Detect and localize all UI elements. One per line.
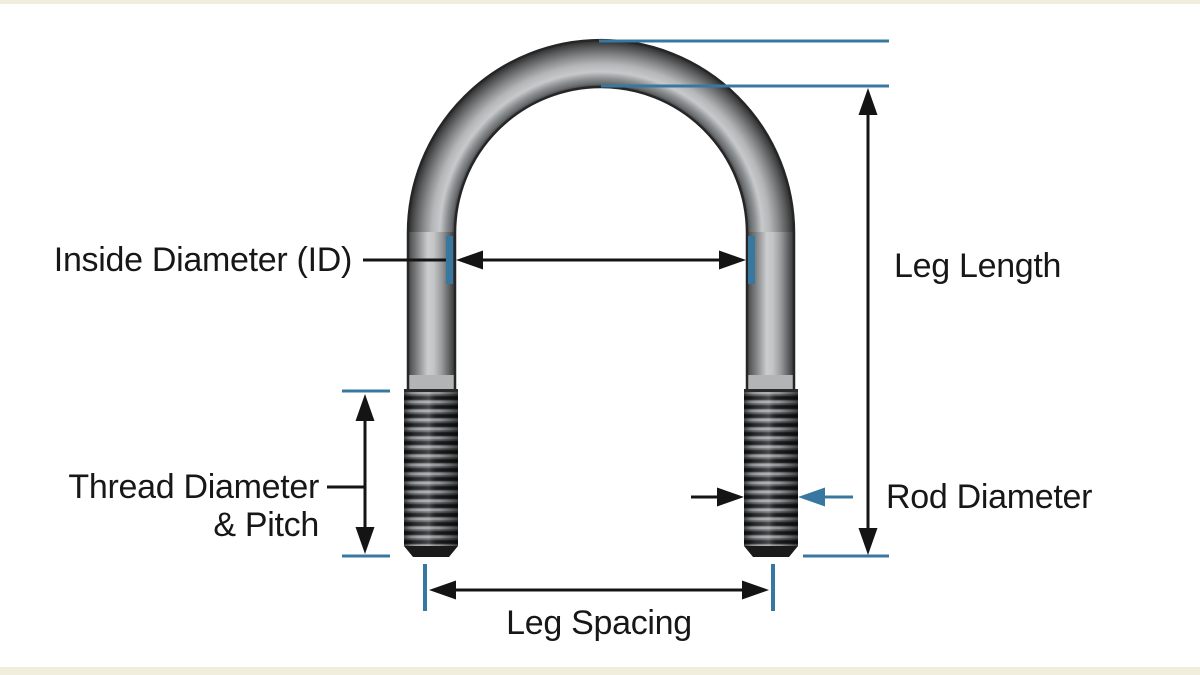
- u-bolt-illustration: [404, 38, 798, 557]
- leg-spacing-dimension: [423, 564, 775, 611]
- right-collar-edge: [744, 389, 798, 393]
- inside-diameter-label: Inside Diameter (ID): [54, 241, 352, 279]
- leg-spacing-label: Leg Spacing: [506, 604, 692, 642]
- arrowhead-down-icon: [355, 527, 375, 554]
- thread-dimension: [327, 389, 390, 558]
- right-leg-threads: [744, 392, 798, 557]
- arrowhead-left-icon: [456, 250, 483, 270]
- inside-diameter-left-tick: [446, 236, 453, 284]
- u-bolt-bend: [408, 40, 794, 233]
- arrowhead-right-icon: [717, 487, 744, 507]
- thread-diameter-label-line1: Thread Diameter: [68, 468, 319, 506]
- page-top-border: [0, 0, 1200, 4]
- left-leg-threads: [404, 392, 458, 557]
- inside-diameter-dimension: [363, 236, 755, 284]
- arrowhead-right-icon: [719, 250, 746, 270]
- thread-diameter-label-line2: & Pitch: [213, 506, 319, 544]
- rod-diameter-dimension: [691, 487, 853, 507]
- inside-diameter-right-tick: [748, 236, 755, 284]
- page-bottom-border: [0, 667, 1200, 675]
- rod-diameter-label: Rod Diameter: [886, 478, 1092, 516]
- arrowhead-up-icon: [355, 394, 375, 421]
- arrowhead-left-icon: [798, 487, 825, 507]
- left-collar-edge: [404, 389, 458, 393]
- left-leg-tip: [404, 546, 458, 557]
- arrowhead-down-icon: [858, 528, 878, 555]
- right-leg-tip: [744, 546, 798, 557]
- leg-length-dimension: [599, 39, 889, 558]
- arrowhead-left-icon: [429, 580, 456, 600]
- left-leg-collar: [408, 375, 455, 390]
- right-leg-collar: [747, 375, 794, 390]
- arrowhead-up-icon: [858, 88, 878, 115]
- u-bolt-inner-outline: [453, 85, 749, 390]
- u-bolt-outer-outline: [406, 38, 796, 390]
- leg-length-label: Leg Length: [894, 247, 1061, 285]
- arrowhead-right-icon: [742, 580, 769, 600]
- dimension-labels: Inside Diameter (ID) Leg Length Thread D…: [54, 241, 1093, 642]
